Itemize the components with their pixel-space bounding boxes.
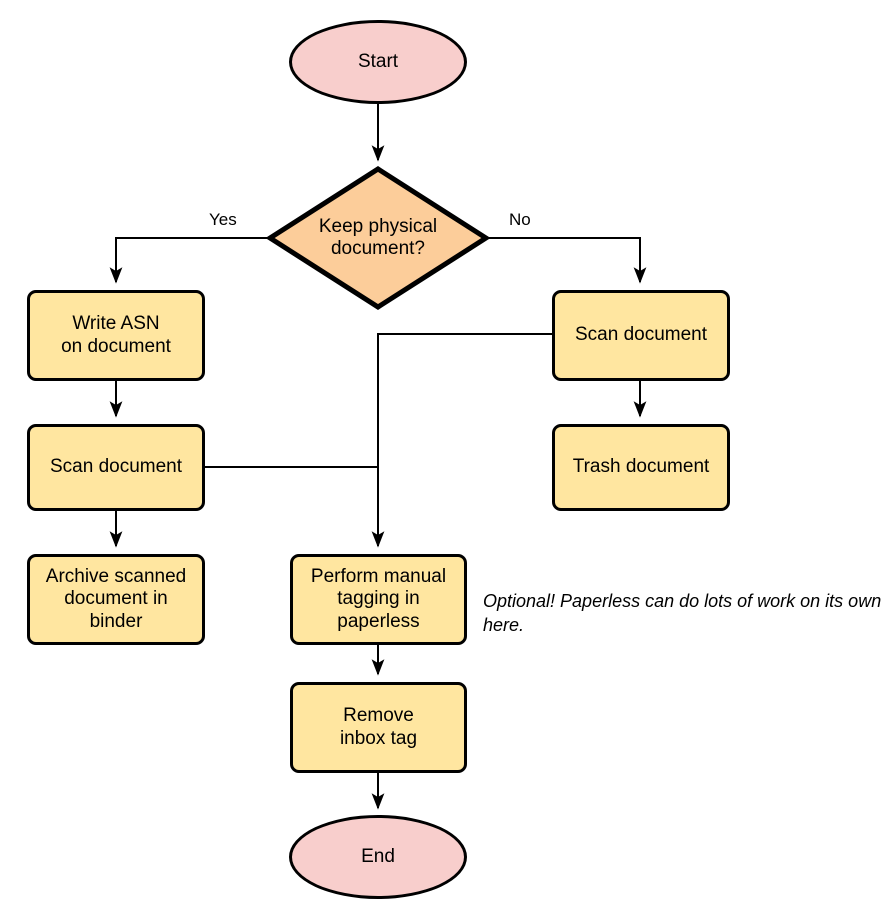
edge-label-yes: Yes [209, 210, 237, 229]
node-scan-document-right-label: Scan document [574, 324, 708, 346]
node-scan-document-left[interactable]: Scan document [27, 424, 205, 511]
diamond-shape [267, 166, 489, 310]
node-write-asn-on-document-label: Write ASN on document [61, 313, 171, 357]
node-start-label: Start [357, 50, 399, 72]
edge-decision-yes-to-write-asn [109, 237, 267, 284]
node-write-asn-on-document[interactable]: Write ASN on document [27, 290, 205, 381]
edge-label-no: No [509, 210, 531, 229]
node-keep-physical-document-label: Keep physical document? [318, 215, 438, 259]
node-remove-inbox-tag[interactable]: Remove inbox tag [290, 682, 467, 773]
node-scan-document-right[interactable]: Scan document [552, 290, 730, 381]
node-trash-document-label: Trash document [572, 456, 710, 478]
node-keep-physical-document[interactable]: Keep physical document? [267, 166, 489, 310]
edge-decision-no-to-scan-right [489, 237, 647, 284]
node-scan-document-left-label: Scan document [49, 456, 183, 478]
node-archive-scanned-document-in-binder[interactable]: Archive scanned document in binder [27, 554, 205, 645]
node-trash-document[interactable]: Trash document [552, 424, 730, 511]
node-archive-scanned-document-in-binder-label: Archive scanned document in binder [45, 565, 187, 632]
node-start[interactable]: Start [289, 20, 467, 104]
annotation-optional-note: Optional! Paperless can do lots of work … [483, 591, 882, 635]
edge-scan-right-to-manual-tagging [371, 333, 552, 548]
node-end[interactable]: End [289, 815, 467, 899]
node-perform-manual-tagging-in-paperless-label: Perform manual tagging in paperless [310, 565, 447, 632]
node-remove-inbox-tag-label: Remove inbox tag [339, 705, 418, 749]
node-perform-manual-tagging-in-paperless[interactable]: Perform manual tagging in paperless [290, 554, 467, 645]
node-end-label: End [361, 845, 395, 867]
